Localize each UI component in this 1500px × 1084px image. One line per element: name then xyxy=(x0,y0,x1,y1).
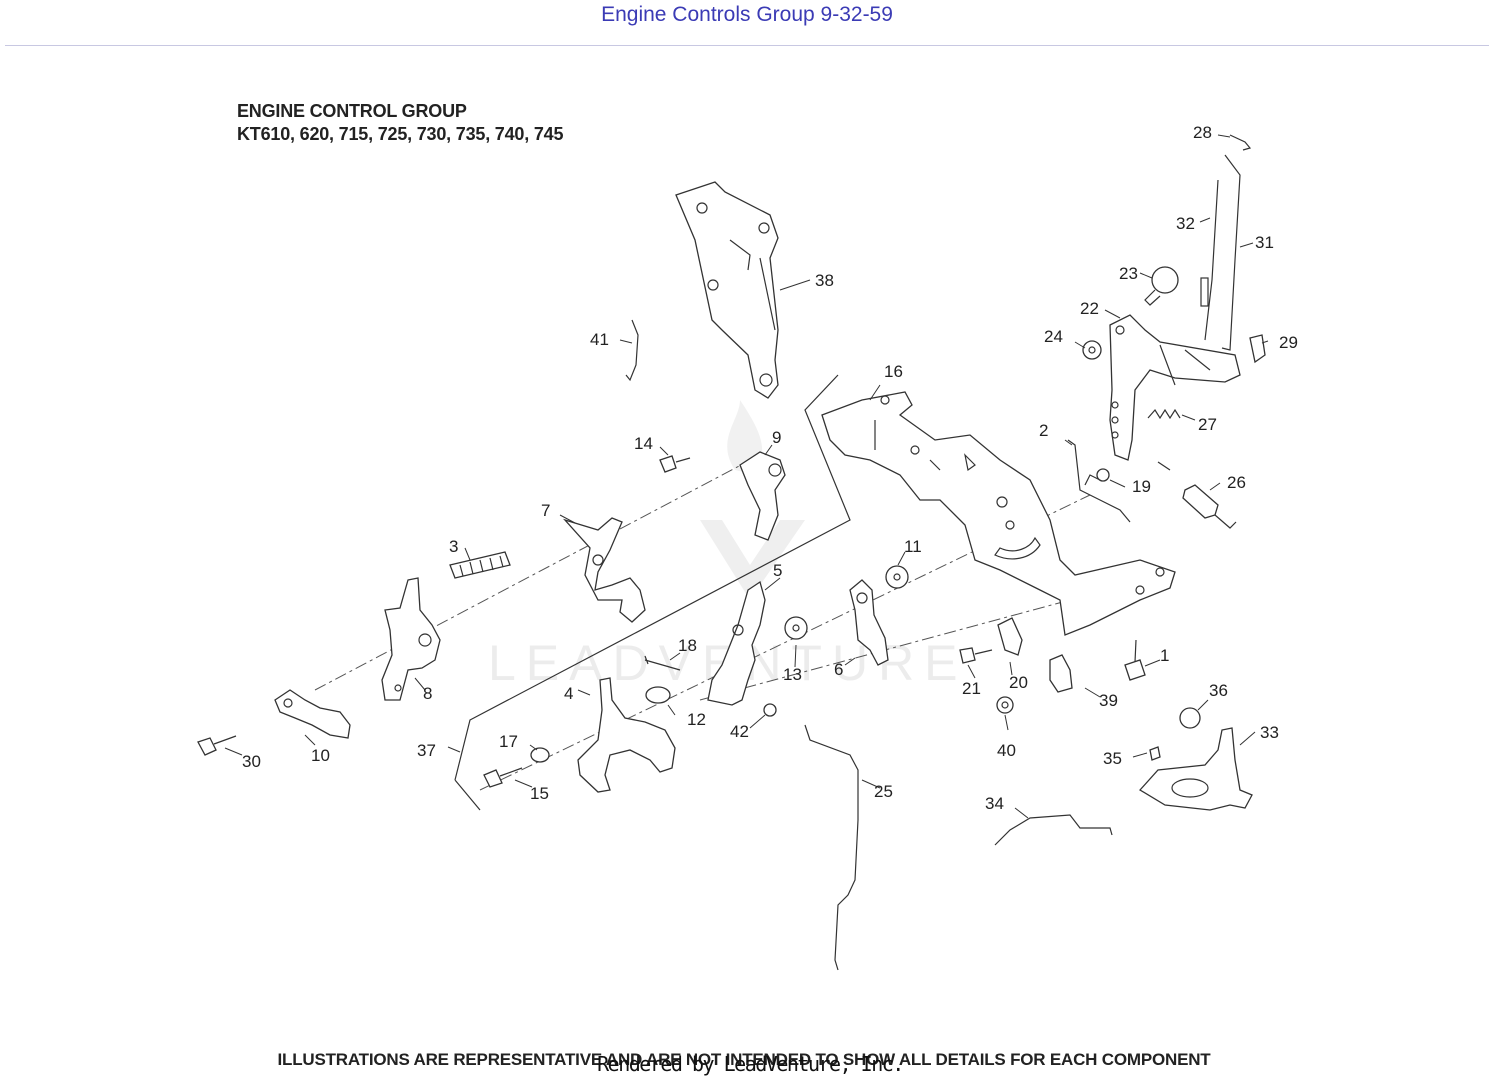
callout-18: 18 xyxy=(678,636,697,655)
part-28-clip xyxy=(1229,134,1252,151)
callout-35: 35 xyxy=(1103,749,1122,768)
part-30-bolt xyxy=(197,737,217,756)
callout-33: 33 xyxy=(1260,723,1279,742)
part-39-bracket xyxy=(1049,654,1073,693)
part-33-bracket xyxy=(1138,727,1253,811)
part-19-nut xyxy=(1096,468,1110,482)
callout-24: 24 xyxy=(1044,327,1063,346)
callout-26: 26 xyxy=(1227,473,1246,492)
part-31-rod xyxy=(1221,154,1241,351)
part-34-rod xyxy=(994,814,1113,846)
leader-lines xyxy=(224,134,1269,819)
callout-20: 20 xyxy=(1009,673,1028,692)
callout-34: 34 xyxy=(985,794,1004,813)
assembly-axis-middle xyxy=(479,494,1091,791)
part-15-bolt xyxy=(483,769,503,788)
part-5-lever xyxy=(707,580,766,706)
callout-2: 2 xyxy=(1039,421,1048,440)
callout-37: 37 xyxy=(417,741,436,760)
part-25-rod xyxy=(804,724,859,971)
callout-3: 3 xyxy=(449,537,458,556)
callout-4: 4 xyxy=(564,684,573,703)
part-42-nut xyxy=(763,703,777,717)
part-3-spring xyxy=(449,551,511,579)
callout-31: 31 xyxy=(1255,233,1274,252)
part-7-lever xyxy=(562,517,646,623)
callout-22: 22 xyxy=(1080,299,1099,318)
callout-12: 12 xyxy=(687,710,706,729)
part-29-clamp xyxy=(1249,334,1266,364)
part-11-washer xyxy=(885,565,909,589)
part-38-bracket xyxy=(675,181,779,399)
part-9-lever xyxy=(739,451,786,541)
part-8-lever xyxy=(381,577,441,701)
part-22-throttle-lever xyxy=(1109,314,1241,461)
callout-19: 19 xyxy=(1132,477,1151,496)
callout-28: 28 xyxy=(1193,123,1212,142)
header-divider xyxy=(5,45,1489,46)
callout-6: 6 xyxy=(834,660,843,679)
part-35-screw xyxy=(1149,746,1161,761)
callout-30: 30 xyxy=(242,752,261,771)
callout-40: 40 xyxy=(997,741,1016,760)
diagram-models: KT610, 620, 715, 725, 730, 735, 740, 745 xyxy=(237,124,564,144)
callout-5: 5 xyxy=(773,561,782,580)
part-18-screw xyxy=(644,655,681,671)
callout-13: 13 xyxy=(783,665,802,684)
part-41-clip xyxy=(625,319,639,382)
callout-8: 8 xyxy=(423,684,432,703)
callout-17: 17 xyxy=(499,732,518,751)
callout-14: 14 xyxy=(634,434,653,453)
part-32-spring-coil xyxy=(1200,277,1209,307)
page-header: Engine Controls Group 9-32-59 xyxy=(0,0,1500,46)
part-16-mounting-plate xyxy=(821,391,1176,636)
callout-27: 27 xyxy=(1198,415,1217,434)
part-1-bolt xyxy=(1124,659,1146,681)
callout-29: 29 xyxy=(1279,333,1298,352)
part-12-washer xyxy=(645,686,671,704)
part-23-knob xyxy=(1151,266,1179,294)
part-37-outline xyxy=(454,374,851,811)
rendered-by-credit: Rendered by LeadVenture, Inc. xyxy=(597,1052,904,1076)
part-24-washer xyxy=(1082,340,1102,360)
callout-labels: 1 2 3 4 5 6 7 8 9 10 11 12 13 14 15 16 1… xyxy=(242,123,1298,813)
callout-36: 36 xyxy=(1209,681,1228,700)
part-27-spring xyxy=(1147,408,1181,420)
part-4-lever xyxy=(577,677,676,793)
part-26-governor-spring xyxy=(1182,484,1219,519)
part-13-washer xyxy=(784,616,808,640)
part-21-screw xyxy=(959,647,976,664)
callout-42: 42 xyxy=(730,722,749,741)
part-40-nut xyxy=(996,696,1014,714)
assembly-axis-upper xyxy=(314,454,761,691)
callout-41: 41 xyxy=(590,330,609,349)
part-6-lever xyxy=(849,579,889,666)
part-20-clip xyxy=(997,617,1023,656)
callout-25: 25 xyxy=(874,782,893,801)
callout-16: 16 xyxy=(884,362,903,381)
callout-23: 23 xyxy=(1119,264,1138,283)
part-17-washer xyxy=(530,747,550,763)
part-2-spring xyxy=(1067,439,1131,523)
callout-15: 15 xyxy=(530,784,549,803)
disclaimer: ILLUSTRATIONS ARE REPRESENTATIVE AND ARE… xyxy=(277,1050,1211,1069)
part-36-nut xyxy=(1179,707,1201,729)
callout-9: 9 xyxy=(772,428,781,447)
part-14-bolt xyxy=(659,455,677,473)
callout-1: 1 xyxy=(1160,646,1169,665)
callout-32: 32 xyxy=(1176,214,1195,233)
page-title: Engine Controls Group 9-32-59 xyxy=(601,3,893,26)
diagram-title: ENGINE CONTROL GROUP xyxy=(237,101,467,121)
callout-21: 21 xyxy=(962,679,981,698)
part-10-lever xyxy=(274,689,351,739)
callout-39: 39 xyxy=(1099,691,1118,710)
part-32-choke-spring xyxy=(1204,179,1219,341)
callout-11: 11 xyxy=(904,537,922,556)
callout-10: 10 xyxy=(311,746,330,765)
callout-38: 38 xyxy=(815,271,834,290)
callout-7: 7 xyxy=(541,501,550,520)
